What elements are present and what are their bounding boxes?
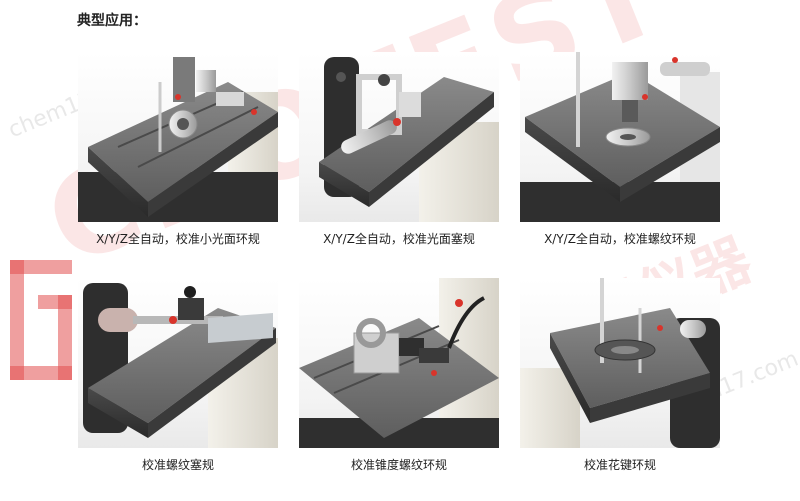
application-image-5 (299, 278, 499, 448)
application-image-3 (520, 52, 720, 222)
application-caption-4: 校准螺纹塞规 (141, 458, 214, 472)
application-caption-5: 校准锥度螺纹环规 (350, 458, 447, 472)
application-caption-2: X/Y/Z全自动，校准光面塞规 (323, 232, 475, 246)
application-image-4 (78, 278, 278, 448)
application-caption-6: 校准花键环规 (583, 458, 656, 472)
application-caption-3: X/Y/Z全自动，校准螺纹环规 (544, 232, 696, 246)
application-caption-1: X/Y/Z全自动，校准小光面环规 (96, 232, 260, 246)
application-image-1 (78, 52, 278, 222)
application-image-6 (520, 278, 720, 448)
page-title: 典型应用： (77, 13, 147, 29)
brand-logo-icon (8, 250, 78, 394)
application-image-2 (299, 52, 499, 222)
